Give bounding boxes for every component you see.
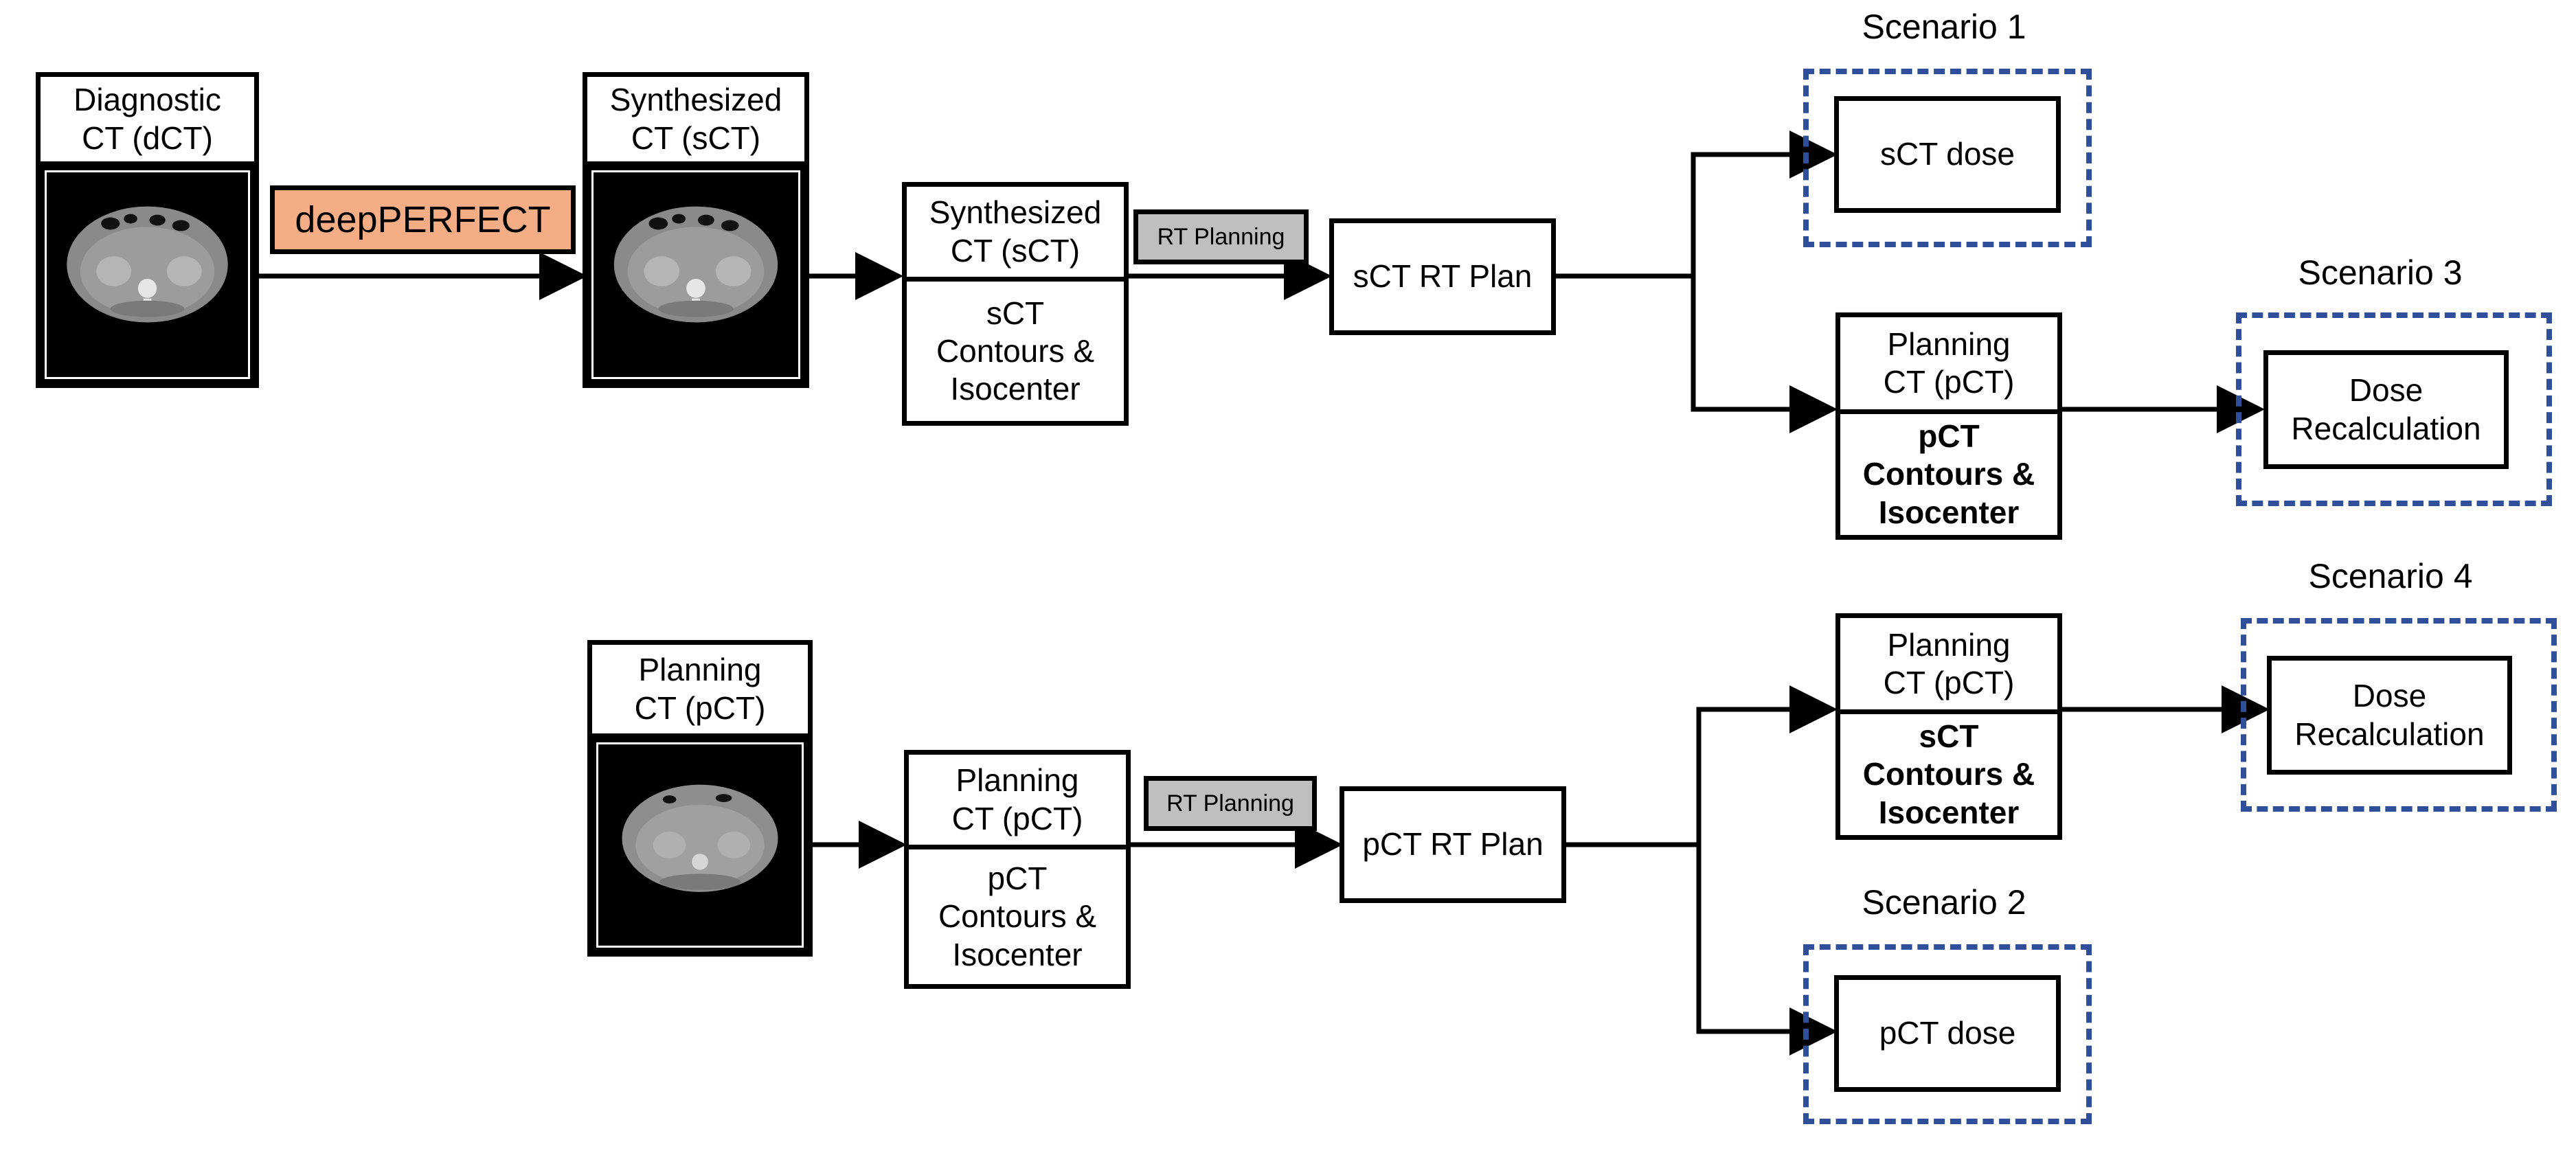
- bottom-pct-stack-top: Planning CT (pCT): [904, 750, 1131, 849]
- sct-stack-bottom: sCT Contours & Isocenter: [902, 277, 1129, 426]
- deep-perfect-box: deepPERFECT: [270, 185, 576, 254]
- sct-rt-plan-box: sCT RT Plan: [1329, 218, 1556, 335]
- abdominal-ct-slice-icon: [622, 784, 778, 892]
- dct-image: [36, 161, 259, 388]
- scenario4-dose-recalc-box: Dose Recalculation: [2267, 656, 2512, 775]
- scenario3-pct-stack-top: Planning CT (pCT): [1835, 312, 2062, 414]
- scenario1-title: Scenario 1: [1862, 8, 2026, 46]
- rt-planning-tag-top: RT Planning: [1133, 209, 1309, 264]
- rt-planning-label: RT Planning: [1166, 790, 1294, 817]
- sct-image: [583, 161, 809, 388]
- branch-top: [1554, 130, 1838, 279]
- scenario4-frame: [2241, 618, 2557, 812]
- branch-bottom-lower: [1696, 845, 1838, 1055]
- rt-planning-tag-bottom: RT Planning: [1144, 776, 1317, 831]
- pct-header: Planning CT (pCT): [587, 640, 813, 738]
- abdominal-ct-slice-icon: [67, 206, 228, 323]
- pct-image: [587, 733, 813, 957]
- rt-planning-label: RT Planning: [1157, 223, 1285, 250]
- scenario3-pct-stack-bottom: pCT Contours & Isocenter: [1835, 409, 2062, 540]
- sct-stack-top: Synthesized CT (sCT): [902, 182, 1129, 282]
- scenario4-sct-stack-bottom: sCT Contours & Isocenter: [1835, 709, 2062, 840]
- branch-top-lower: [1691, 276, 1838, 433]
- pct-dose-box: pCT dose: [1834, 975, 2061, 1092]
- scenario3-dose-recalc-box: Dose Recalculation: [2263, 350, 2509, 469]
- scenario4-pct-stack-top: Planning CT (pCT): [1835, 613, 2062, 715]
- dct-header: Diagnostic CT (dCT): [36, 72, 259, 166]
- sct-header: Synthesized CT (sCT): [583, 72, 809, 166]
- scenario3-frame: [2236, 312, 2552, 506]
- sct-dose-box: sCT dose: [1834, 96, 2061, 213]
- scenario1-frame: [1803, 69, 2092, 247]
- pct-rt-plan-box: pCT RT Plan: [1340, 786, 1566, 903]
- abdominal-ct-slice-icon: [613, 206, 778, 323]
- scenario3-title: Scenario 3: [2298, 253, 2463, 292]
- scenario2-title: Scenario 2: [1862, 883, 2026, 922]
- scenario2-frame: [1803, 944, 2092, 1124]
- branch-bottom: [1564, 685, 1838, 847]
- scenario4-title: Scenario 4: [2308, 557, 2473, 595]
- bottom-pct-stack-bottom: pCT Contours & Isocenter: [904, 845, 1131, 989]
